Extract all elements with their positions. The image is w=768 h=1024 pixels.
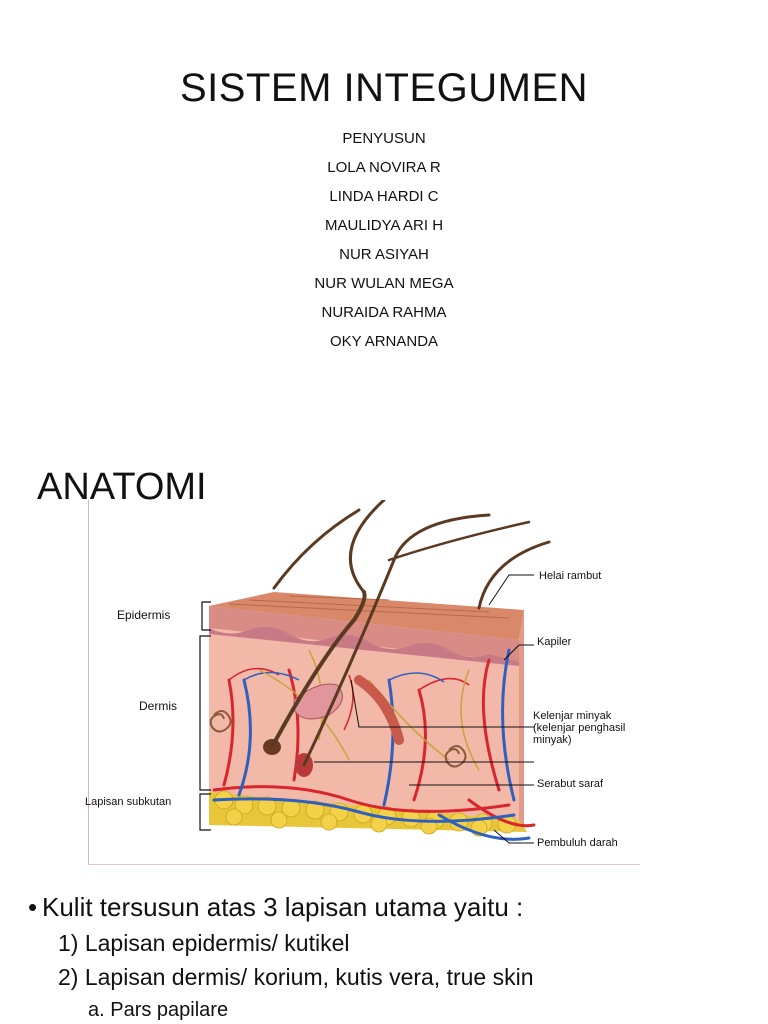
author-line: NUR ASIYAH <box>339 246 429 263</box>
author-line: NUR WULAN MEGA <box>314 275 454 292</box>
author-line: MAULIDYA ARI H <box>324 217 444 234</box>
author-line: LOLA NOVIRA R <box>327 159 441 176</box>
label-helai-rambut: Helai rambut <box>539 570 602 582</box>
skin-anatomy-figure: Epidermis Dermis Lapisan subkutan Helai … <box>85 500 640 865</box>
label-pembuluh-darah: Pembuluh darah <box>537 837 618 849</box>
bullet-dot-icon: • <box>28 892 38 922</box>
label-minyak: minyak) <box>533 734 572 746</box>
slide-title: SISTEM INTEGUMEN <box>179 66 589 110</box>
bullet-point: •Kulit tersusun atas 3 lapisan utama yai… <box>28 892 523 923</box>
author-line: OKY ARNANDA <box>329 333 439 350</box>
sub-list-item: a. Pars papilare <box>88 999 229 1021</box>
bullet-text: Kulit tersusun atas 3 lapisan utama yait… <box>42 892 524 922</box>
list-item: 2) Lapisan dermis/ korium, kutis vera, t… <box>58 964 534 990</box>
label-lapisan-subkutan: Lapisan subkutan <box>85 796 172 808</box>
label-dermis: Dermis <box>139 699 177 713</box>
label-serabut-saraf: Serabut saraf <box>537 778 604 790</box>
list-item: 1) Lapisan epidermis/ kutikel <box>58 930 350 956</box>
skin-cross-section-illustration <box>199 500 551 844</box>
label-kelenjar-minyak: Kelenjar minyak <box>533 710 612 722</box>
author-line: LINDA HARDI C <box>329 188 439 205</box>
author-list: PENYUSUN LOLA NOVIRA R LINDA HARDI C MAU… <box>0 128 768 360</box>
author-line: NURAIDA RAHMA <box>321 304 447 321</box>
label-kelenjar-penghasil: (kelenjar penghasil <box>533 722 626 734</box>
author-line: PENYUSUN <box>342 130 426 147</box>
section-title: ANATOMI <box>37 466 207 508</box>
label-kapiler: Kapiler <box>537 636 572 648</box>
label-epidermis: Epidermis <box>117 608 171 622</box>
anatomy-slide: ANATOMI <box>0 440 768 1024</box>
title-slide: SISTEM INTEGUMEN PENYUSUN LOLA NOVIRA R … <box>0 0 768 440</box>
